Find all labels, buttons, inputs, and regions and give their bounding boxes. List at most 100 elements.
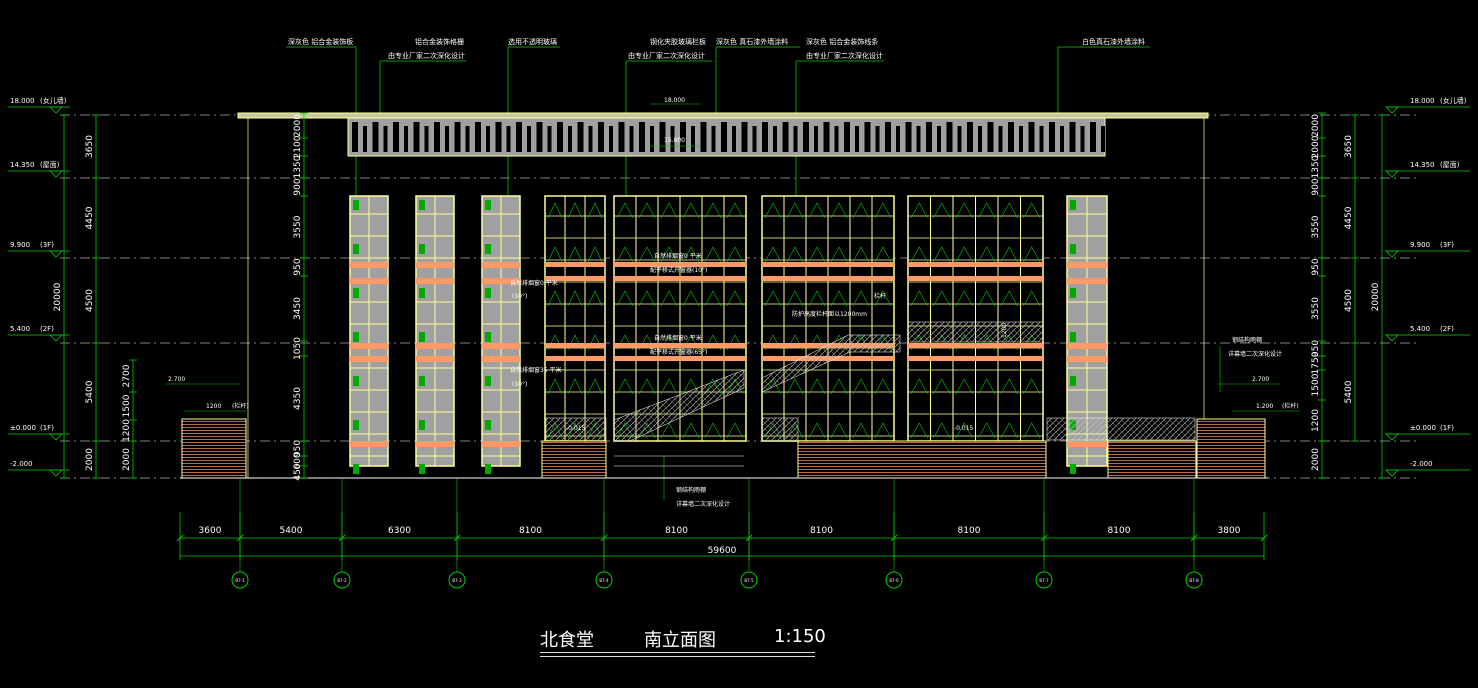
lbl-15800: 15.800 <box>664 137 685 144</box>
left-level-mark-2 <box>49 250 63 258</box>
panel-column-2-glaze <box>419 332 425 342</box>
curtain-wall-4-sash <box>955 246 973 263</box>
curtain-wall-2-sash <box>660 290 678 307</box>
curtain-wall-2-sash <box>638 290 656 307</box>
screen-slot <box>372 122 379 152</box>
panel-column-4-glaze <box>1070 288 1076 298</box>
curtain-wall-1-sash <box>547 246 563 263</box>
title-underline <box>540 652 815 653</box>
curtain-wall-1-sash <box>587 246 603 263</box>
screen-slot-2 <box>937 126 941 152</box>
screen-slot <box>577 122 584 152</box>
screen-slot-2 <box>486 126 490 152</box>
curtain-wall-3-sash <box>786 246 804 263</box>
screen-slot <box>926 122 932 152</box>
curtain-wall-2-sash <box>682 202 700 219</box>
screen-slot-2 <box>752 126 757 152</box>
drawing-title-scale: 1:150 <box>774 626 826 647</box>
panel-column-3-band <box>482 262 520 268</box>
stair-flight-2 <box>761 334 901 393</box>
panel-column-2-band <box>416 278 454 284</box>
axis-bubble-2 <box>448 571 466 589</box>
curtain-wall-1-sash <box>567 290 583 307</box>
screen-slot-2 <box>732 126 736 152</box>
left-level-note-2: (3F) <box>40 241 54 249</box>
right-outer-chain-label-1: 4450 <box>1344 206 1354 229</box>
left-level-mark-0 <box>49 106 63 114</box>
screen-slot-2 <box>1039 126 1044 152</box>
curtain-wall-4-sash <box>910 246 928 263</box>
center-chain-label-5: 950 <box>293 258 303 275</box>
curtain-wall-3-sash <box>764 246 782 263</box>
screen-slot-2 <box>814 126 818 152</box>
screen-slot-2 <box>588 126 593 152</box>
curtain-wall-1-sash <box>587 290 603 307</box>
plinth-b6 <box>797 440 1047 479</box>
curtain-wall-4-sash <box>933 290 951 307</box>
screen-slot-2 <box>711 126 716 152</box>
curtain-wall-2-sash <box>682 422 700 439</box>
dim-tick-9 <box>1260 534 1268 542</box>
curtain-wall-2-sash <box>660 202 678 219</box>
right-level-mark-2 <box>1385 250 1399 258</box>
stair-flight-1 <box>613 369 745 442</box>
axis-label-2: B7-3 <box>452 578 462 583</box>
bay-dim-0: 3600 <box>199 526 222 536</box>
right-level-note-3: (2F) <box>1440 325 1454 333</box>
plinth-b7 <box>1107 440 1197 479</box>
curtain-wall-1-floor-band <box>545 356 605 361</box>
plinth-left <box>181 418 247 479</box>
curtain-wall-4-sash <box>1023 378 1041 395</box>
note-a1: 深灰色 铝合金装饰板 <box>288 37 353 46</box>
left-outer-chain-label-3: 5400 <box>85 380 95 403</box>
note-a7: 白色真石漆外墙涂料 <box>1082 37 1145 46</box>
left-level-note-4: (1F) <box>40 424 54 432</box>
curtain-wall-2-floor-band <box>614 262 746 267</box>
curtain-wall-4-sash <box>978 290 996 307</box>
screen-slot <box>680 122 686 152</box>
right-level-mark-5 <box>1385 469 1399 477</box>
curtain-wall-3-sash <box>852 378 870 395</box>
curtain-wall-2-sash <box>638 246 656 263</box>
right-level-elev-3: 5.400 <box>1410 325 1430 333</box>
panel-column-4-band <box>1067 441 1107 447</box>
drawing-title-view: 南立面图 <box>644 630 716 651</box>
curtain-wall-3-sash <box>874 246 892 263</box>
lbl-railtag: 栏杆 <box>874 292 886 300</box>
bay-dim-6: 8100 <box>958 526 981 536</box>
lbl-rail: 防护高度栏杆面以1200mm <box>792 310 867 318</box>
axis-bubble-7 <box>1185 571 1203 589</box>
lbl-lvl-a: -0.015 <box>566 425 586 432</box>
screen-slot-2 <box>363 126 367 152</box>
curtain-wall-2-floor-band <box>614 356 746 361</box>
curtain-wall-4-sash <box>933 202 951 219</box>
left-outer-chain-label-1: 4450 <box>85 206 95 229</box>
right-level-elev-2: 9.900 <box>1410 241 1430 249</box>
screen-slot <box>352 122 358 152</box>
curtain-wall-2-sash <box>682 246 700 263</box>
dimension-layer <box>8 103 1470 589</box>
curtain-wall-2-floor-band <box>614 276 746 281</box>
parapet-cap <box>237 112 1209 119</box>
lbl-right-2700: 2.700 <box>1252 376 1269 383</box>
note-a6b: 由专业厂家二次深化设计 <box>806 51 883 60</box>
curtain-wall-1-sash <box>547 290 563 307</box>
panel-column-3-band <box>482 441 520 447</box>
right-outer-chain-label-3: 5400 <box>1344 380 1354 403</box>
screen-slot <box>1069 122 1076 152</box>
right-inner-chain-label-5: 950 <box>1311 258 1321 275</box>
curtain-wall-1-sash <box>587 202 603 219</box>
curtain-wall-4-sash <box>978 378 996 395</box>
dim-tick-0 <box>176 534 184 542</box>
curtain-wall-2-sash <box>704 246 722 263</box>
curtain-wall-2-sash <box>660 378 678 395</box>
screen-slot-2 <box>383 126 388 152</box>
left-level-mark-3 <box>49 334 63 342</box>
curtain-wall-1-sash <box>567 378 583 395</box>
curtain-wall-3-sash <box>852 202 870 219</box>
screen-slot <box>639 122 645 152</box>
note-a3: 选用不透明玻璃 <box>508 37 557 46</box>
panel-column-1-band <box>350 441 388 447</box>
lbl-win2: 自然排烟窗35 平米 <box>510 366 562 374</box>
panel-column-2-band <box>416 343 454 349</box>
